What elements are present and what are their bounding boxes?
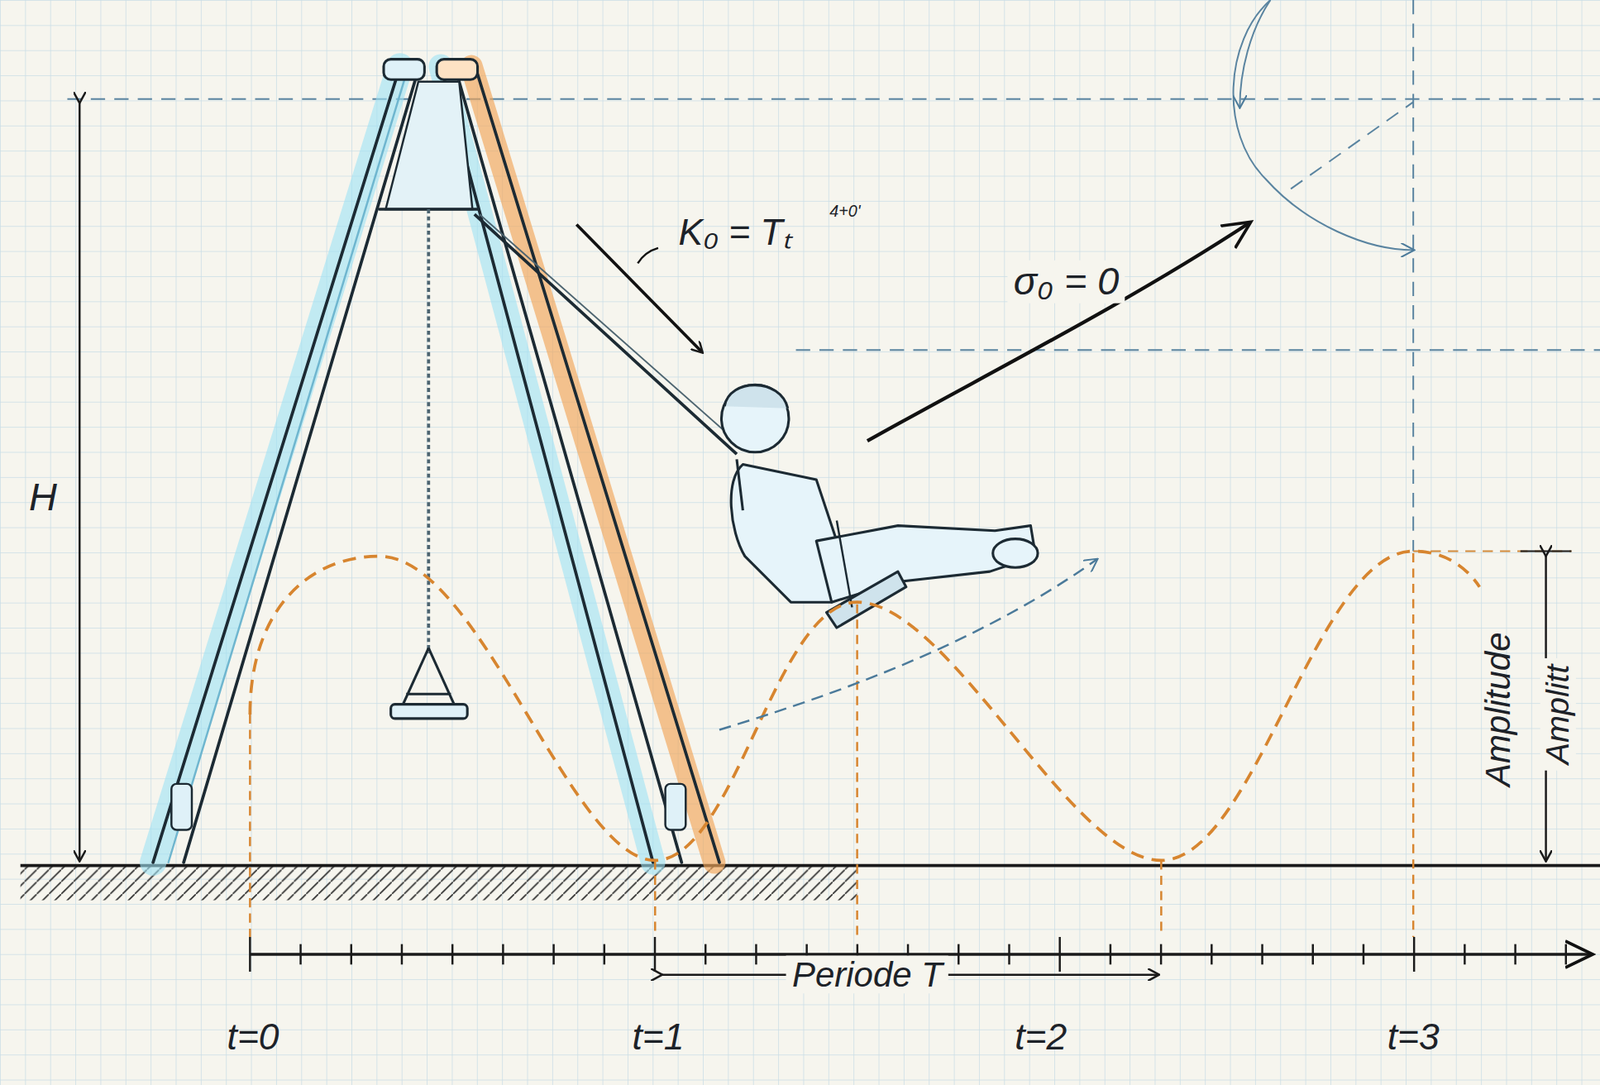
axis-tick [1413, 936, 1415, 972]
axis-tick [1362, 944, 1365, 965]
axis-tick [501, 944, 504, 965]
axis-tick [654, 936, 656, 972]
axis-tick [1565, 944, 1567, 965]
axis-tick [1260, 944, 1263, 965]
formula-exponent: 4+0' [829, 202, 860, 221]
axis-tick [1210, 944, 1213, 965]
axis-tick [1312, 944, 1314, 965]
axis-tick [754, 944, 757, 965]
axis-tick [1514, 944, 1516, 965]
formula-label: σ₀ = 0 [1007, 260, 1125, 304]
axis-tick [1109, 944, 1112, 965]
axis-tick [248, 936, 251, 972]
axis-tick [1463, 944, 1466, 965]
axis-tick [603, 944, 606, 965]
axis-tick [704, 944, 707, 965]
axis-tick [350, 944, 353, 965]
time-label: t=3 [1387, 1017, 1440, 1058]
axis-tick [1007, 944, 1010, 965]
amplitude-label: Amplitt [1540, 658, 1577, 771]
time-label: t=0 [227, 1017, 280, 1058]
period-label: Periode T [786, 955, 950, 994]
time-label: t=2 [1014, 1017, 1067, 1058]
axis-tick [1058, 936, 1061, 972]
time-label: t=1 [631, 1017, 684, 1058]
axis-tick [552, 944, 555, 965]
axis-tick [299, 944, 301, 965]
axis-tick [401, 944, 403, 965]
height-label: H [28, 476, 58, 520]
formula-label: K₀ = Tₜ [678, 212, 792, 254]
axis-tick [1160, 944, 1162, 965]
axis-tick [451, 944, 454, 965]
axis-tick [957, 944, 960, 965]
amplitude-label: Amplitude [1479, 631, 1518, 787]
